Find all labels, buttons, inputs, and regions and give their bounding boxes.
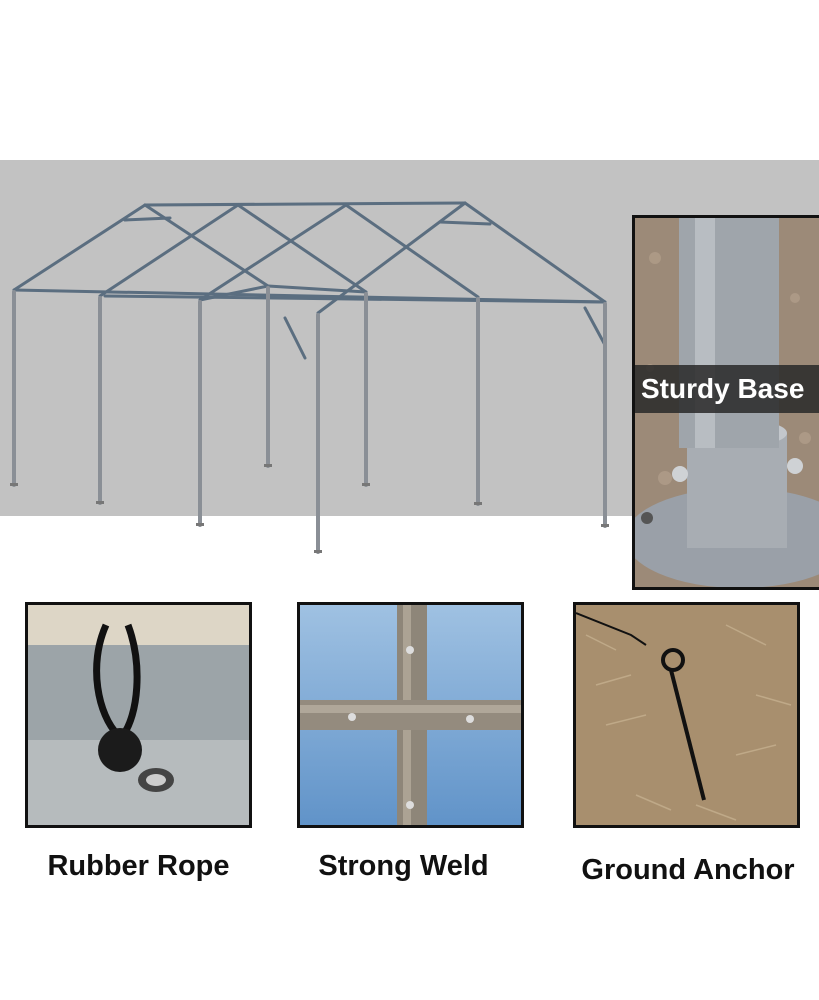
ground-anchor-photo — [573, 602, 800, 828]
strong-weld-photo — [297, 602, 524, 828]
canopy-frame-illustration — [10, 201, 609, 554]
sturdy-base-photo: Sturdy Base — [632, 215, 819, 590]
ground-anchor-caption: Ground Anchor — [581, 854, 795, 886]
rubber-rope-caption: Rubber Rope — [47, 850, 230, 882]
sturdy-base-label: Sturdy Base — [635, 365, 819, 413]
strong-weld-caption: Strong Weld — [318, 850, 489, 882]
rubber-rope-photo — [25, 602, 252, 828]
